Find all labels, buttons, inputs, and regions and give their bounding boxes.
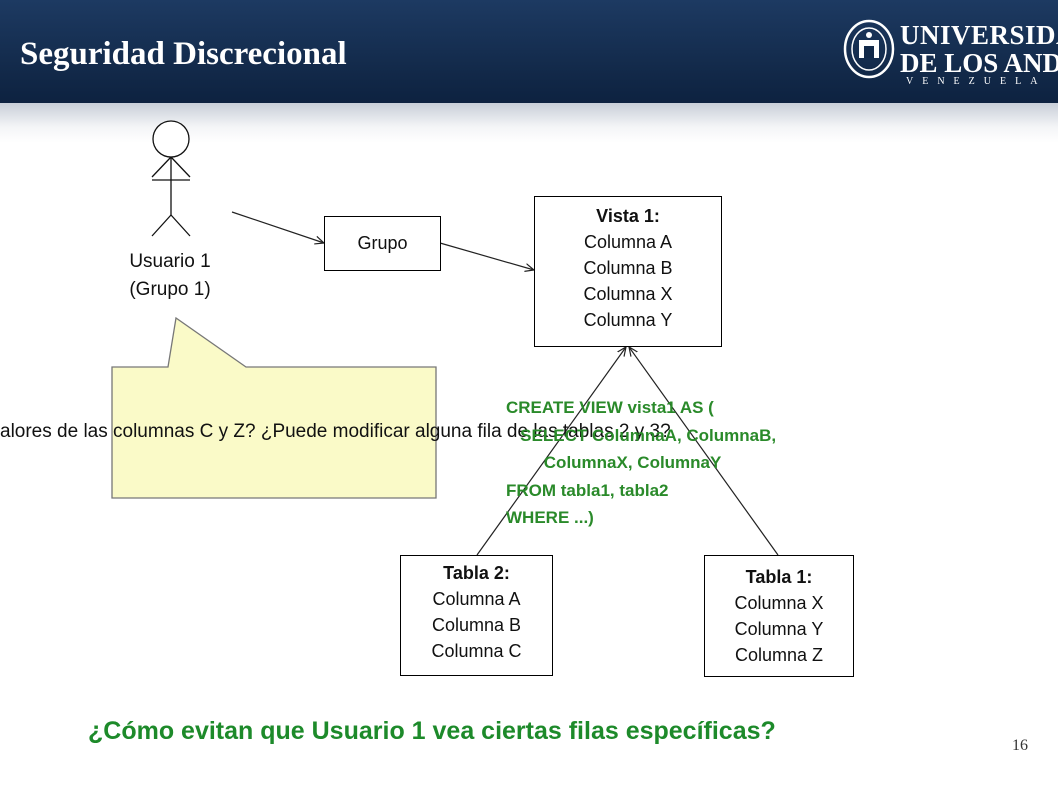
vista1-box: Vista 1: Columna A Columna B Columna X C…: [534, 196, 722, 347]
tabla2-title: Tabla 2:: [443, 563, 510, 583]
tabla2-column: Columna A: [432, 589, 521, 609]
vista1-column: Columna B: [583, 258, 673, 278]
arrow-tabla2-to-vista: [476, 347, 626, 556]
tabla1-box: Tabla 1: Columna X Columna Y Columna Z: [704, 555, 854, 677]
tabla1-title: Tabla 1:: [745, 567, 813, 587]
grupo-box: Grupo: [324, 216, 441, 271]
slide-title: Seguridad Discrecional: [20, 36, 347, 72]
arrow-user-to-grupo: [231, 211, 324, 243]
tabla2-box: Tabla 2: Columna A Columna B Columna C: [400, 555, 553, 676]
vista1-column: Columna Y: [583, 310, 673, 330]
logo-line-1: UNIVERSIDAD: [900, 20, 1058, 50]
crest-icon: [843, 19, 895, 79]
vista1-column: Columna A: [583, 232, 673, 252]
arrow-grupo-to-vista: [439, 242, 534, 270]
user-stick-figure: [151, 120, 191, 237]
university-logo: UNIVERSIDAD DE LOS ANDES VENEZUELA: [842, 18, 1058, 88]
slide-question: ¿Cómo evitan que Usuario 1 vea ciertas f…: [88, 717, 776, 745]
user-label: Usuario 1 (Grupo 1): [129, 251, 211, 300]
tabla1-column: Columna Y: [734, 619, 824, 639]
tabla2-column: Columna B: [431, 615, 522, 635]
grupo-label: Grupo: [357, 233, 408, 253]
arrow-tabla1-to-vista: [629, 347, 779, 556]
logo-line-3: VENEZUELA: [906, 76, 1047, 87]
vista1-column: Columna X: [583, 284, 673, 304]
sql-line: CREATE VIEW vista1 AS (: [506, 398, 714, 417]
tabla1-column: Columna X: [734, 593, 824, 613]
sql-line: ColumnaX, ColumnaY: [506, 453, 722, 472]
sql-create-view: CREATE VIEW vista1 AS ( SELECT ColumnaA,…: [506, 394, 776, 532]
logo-line-2: DE LOS ANDES: [900, 48, 1058, 78]
sql-line: SELECT ColumnaA, ColumnaB,: [506, 425, 777, 445]
tabla1-column: Columna Z: [734, 645, 824, 665]
sql-line: WHERE ...): [506, 508, 594, 527]
sql-line: FROM tabla1, tabla2: [506, 480, 669, 500]
tabla2-column: Columna C: [431, 641, 522, 661]
vista1-title: Vista 1:: [596, 206, 660, 226]
callout-text: alores de las columnas C y Z? ¿Puede mod…: [0, 421, 671, 442]
page-number: 16: [1012, 737, 1028, 754]
slide-header: [0, 0, 1058, 103]
